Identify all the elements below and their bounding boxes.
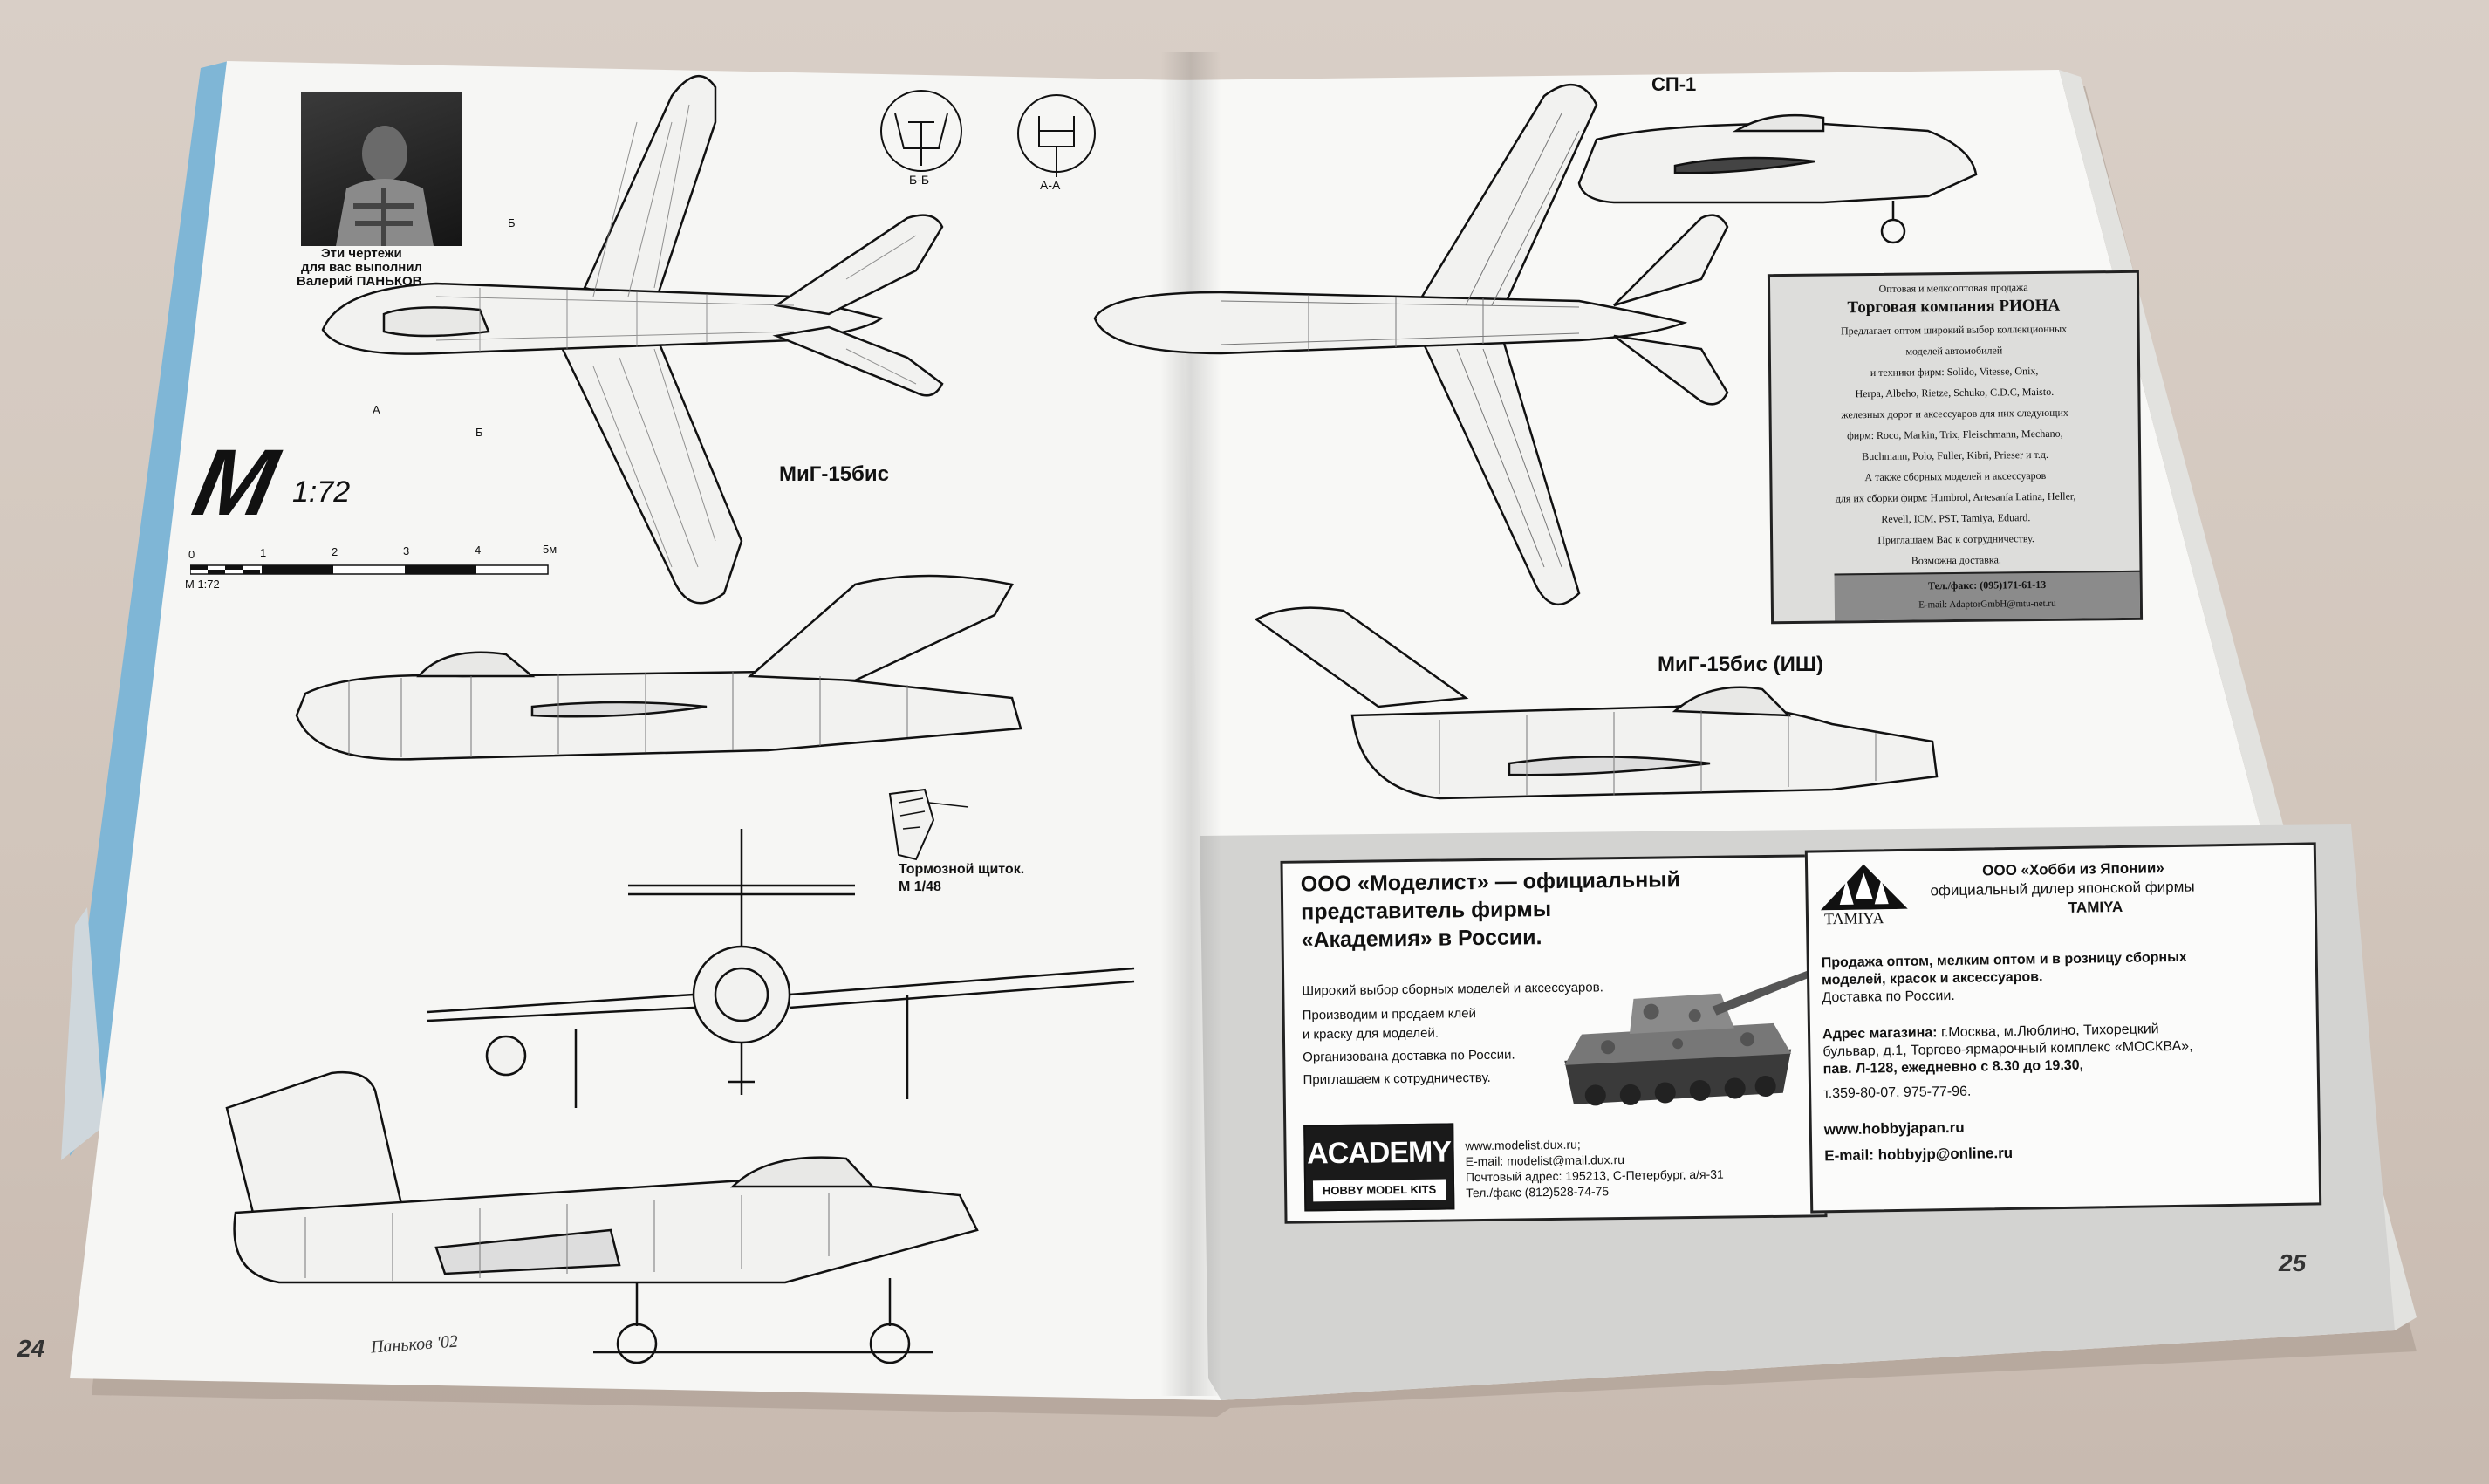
modelist-ad: ООО «Моделист» — официальный представите… <box>1280 854 1828 1224</box>
author-caption-2: для вас выполнил <box>301 260 423 275</box>
mig15bis-ish-top-view <box>1093 83 1729 606</box>
tamiya-sales-3: Доставка по России. <box>1822 988 1955 1006</box>
aircraft-title-ish: МиГ-15бис (ИШ) <box>1658 653 1823 676</box>
modelist-body-5: Приглашаем к сотрудничеству. <box>1303 1070 1491 1088</box>
tamiya-headline-3: TAMIYA <box>2068 898 2123 916</box>
sp1-title: СП-1 <box>1651 73 1697 95</box>
section-aa-label: А-А <box>1040 178 1061 192</box>
modelist-body-2: Производим и продаем клей <box>1302 1006 1477 1023</box>
brake-flap-drawing <box>888 788 969 861</box>
modelist-contact-3: Почтовый адрес: 195213, С-Петербург, а/я… <box>1465 1166 1724 1185</box>
tamiya-logo-text: TAMIYA <box>1823 909 1884 928</box>
tamiya-address-text: г.Москва, м.Люблино, Тихорецкий <box>1937 1022 2159 1041</box>
tamiya-sales-1: Продажа оптом, мелким оптом и в розницу … <box>1821 949 2187 971</box>
tamiya-sales-2: моделей, красок и аксессуаров. <box>1821 969 2043 988</box>
brake-caption-1: Тормозной щиток. <box>899 862 1025 877</box>
mig15bis-top-view <box>321 74 944 605</box>
tamiya-stars-icon <box>1820 864 1908 911</box>
author-photo <box>301 92 462 246</box>
scale-tick-5: 5м <box>543 543 557 556</box>
academy-logo-sub: HOBBY MODEL KITS <box>1322 1182 1437 1198</box>
author-caption-1: Эти чертежи <box>321 246 402 261</box>
mig15bis-side-view-lower <box>225 1070 979 1364</box>
section-bb-label: Б-Б <box>909 173 930 187</box>
scale-tick-3: 3 <box>403 544 410 557</box>
modelist-contact-1: www.modelist.dux.ru; <box>1465 1137 1581 1153</box>
tamiya-website[interactable]: www.hobbyjapan.ru <box>1823 1118 1965 1139</box>
logo-scale: 1:72 <box>292 475 351 509</box>
modelist-contact-4: Тел./факс (812)528-74-75 <box>1466 1184 1610 1200</box>
label-b-top: Б <box>508 216 516 229</box>
page-number-right: 25 <box>2279 1249 2307 1276</box>
mig15bis-front-view <box>427 829 1135 1108</box>
gutter-shadow <box>1160 52 1221 1396</box>
scale-tick-4: 4 <box>475 544 482 557</box>
modelist-headline-1: ООО «Моделист» — официальный <box>1300 867 1681 897</box>
author-caption-3: Валерий ПАНЬКОВ <box>297 274 422 289</box>
tamiya-ad: TAMIYA ООО «Хобби из Японии» официальный… <box>1804 842 2322 1214</box>
riona-ad: Оптовая и мелкооптовая продажа Торговая … <box>1767 270 2144 625</box>
tamiya-logo: TAMIYA <box>1820 864 1908 928</box>
scale-bar <box>190 564 549 575</box>
academy-logo: ACADEMY HOBBY MODEL KITS <box>1303 1123 1455 1212</box>
tank-model-photo <box>1564 970 1810 1106</box>
mig15bis-ish-side-view <box>1254 606 1939 800</box>
aircraft-title-mig15bis: МиГ-15бис <box>779 462 889 486</box>
sp1-side-view <box>1577 113 1978 244</box>
label-b-bottom: Б <box>475 426 483 439</box>
academy-logo-main: ACADEMY <box>1306 1135 1452 1171</box>
label-a-bottom: А <box>373 403 380 416</box>
page-number-left: 24 <box>17 1335 45 1362</box>
riona-top-line: Оптовая и мелкооптовая продажа <box>1878 281 2028 295</box>
tamiya-headline-2: официальный дилер японской фирмы <box>1930 878 2195 899</box>
section-aa-drawing <box>1017 94 1096 177</box>
tamiya-address-label: Адрес магазина: <box>1822 1025 1938 1043</box>
scale-tick-1: 1 <box>260 546 267 559</box>
modelist-headline-2: представитель фирмы <box>1301 897 1552 925</box>
section-bb-drawing <box>880 90 962 172</box>
tamiya-email[interactable]: E-mail: hobbyjp@online.ru <box>1824 1144 2014 1165</box>
modelist-body-3: и краску для моделей. <box>1302 1025 1439 1043</box>
modelist-body-4: Организована доставка по России. <box>1303 1047 1515 1065</box>
modelist-headline-3: «Академия» в России. <box>1301 925 1542 953</box>
riona-body: Предлагает оптом широкий выбор коллекцио… <box>1771 322 2140 577</box>
scale-tick-0: 0 <box>188 548 195 561</box>
tamiya-headline-1: ООО «Хобби из Японии» <box>1982 859 2164 879</box>
tamiya-address-4: т.359-80-07, 975-77-96. <box>1823 1084 1972 1102</box>
brake-caption-2: М 1/48 <box>899 879 941 894</box>
modelist-contact-2: E-mail: modelist@mail.dux.ru <box>1465 1152 1625 1169</box>
tamiya-address-2: бульвар, д.1, Торгово-ярмарочный комплек… <box>1822 1038 2193 1060</box>
riona-phone: Тел./факс: (095)171-61-13 <box>1927 578 2047 592</box>
riona-title: Торговая компания РИОНА <box>1847 296 2061 318</box>
scale-label: М 1:72 <box>185 578 220 591</box>
tamiya-address-3: пав. Л-128, ежедневно с 8.30 до 19.30, <box>1822 1057 2084 1077</box>
scale-tick-2: 2 <box>332 545 338 558</box>
mig15bis-side-view <box>295 574 1022 761</box>
